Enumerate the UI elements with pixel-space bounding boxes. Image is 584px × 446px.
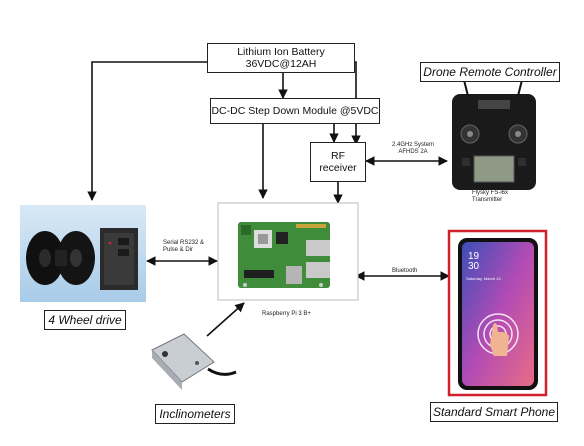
phone-title: Standard Smart Phone	[430, 402, 558, 422]
rf-sub-label: receiver	[319, 162, 357, 174]
dcdc-label: DC-DC Step Down Module @5VDC	[211, 105, 379, 117]
phone-time-minute: 30	[468, 261, 480, 272]
inclinometer-to-pi-arrow	[206, 302, 245, 337]
dcdc-box: DC-DC Step Down Module @5VDC	[210, 98, 380, 124]
wheel-link-line1: Serial RS232 &	[163, 240, 205, 246]
rf-receiver-box: RF receiver	[310, 142, 366, 182]
remote-caption-line1: Flysky FS-i6x	[472, 190, 508, 196]
inclinometer-title: Inclinometers	[155, 404, 235, 424]
phone-image	[447, 229, 548, 397]
pi-caption: Raspberry Pi 3 B+	[262, 311, 311, 317]
battery-spec: 36VDC@12AH	[245, 58, 317, 70]
remote-caption: Flysky FS-i6x Transmitter	[472, 190, 522, 204]
remote-controller-image	[452, 79, 536, 190]
bluetooth-label: Bluetooth	[392, 268, 418, 274]
remote-link-label: 2.4GHz System AFHDS 2A	[383, 142, 443, 156]
battery-box: Lithium Ion Battery 36VDC@12AH	[207, 43, 355, 73]
raspberry-pi-board	[238, 222, 330, 288]
rf-label: RF	[331, 150, 345, 162]
battery-label: Lithium Ion Battery	[237, 46, 325, 58]
remote-link-line2: AFHDS 2A	[398, 149, 428, 155]
wheel-link-line2: Pulse & Dir	[163, 247, 194, 253]
remote-link-line1: 2.4GHz System	[391, 142, 434, 148]
remote-caption-line2: Transmitter	[472, 197, 503, 203]
wheel-drive-title: 4 Wheel drive	[44, 310, 126, 330]
battery-to-wheel-arrow	[87, 61, 207, 201]
phone-time-hour: 19	[468, 251, 480, 262]
connections	[87, 61, 450, 337]
phone-date: Saturday, March 13	[466, 276, 501, 281]
wheel-link-label: Serial RS232 & Pulse & Dir	[163, 240, 223, 254]
inclinometer-image	[151, 333, 237, 390]
phone-time: 19 30	[468, 252, 479, 272]
remote-title: Drone Remote Controller	[420, 62, 560, 82]
wheel-drive-image	[20, 205, 146, 302]
